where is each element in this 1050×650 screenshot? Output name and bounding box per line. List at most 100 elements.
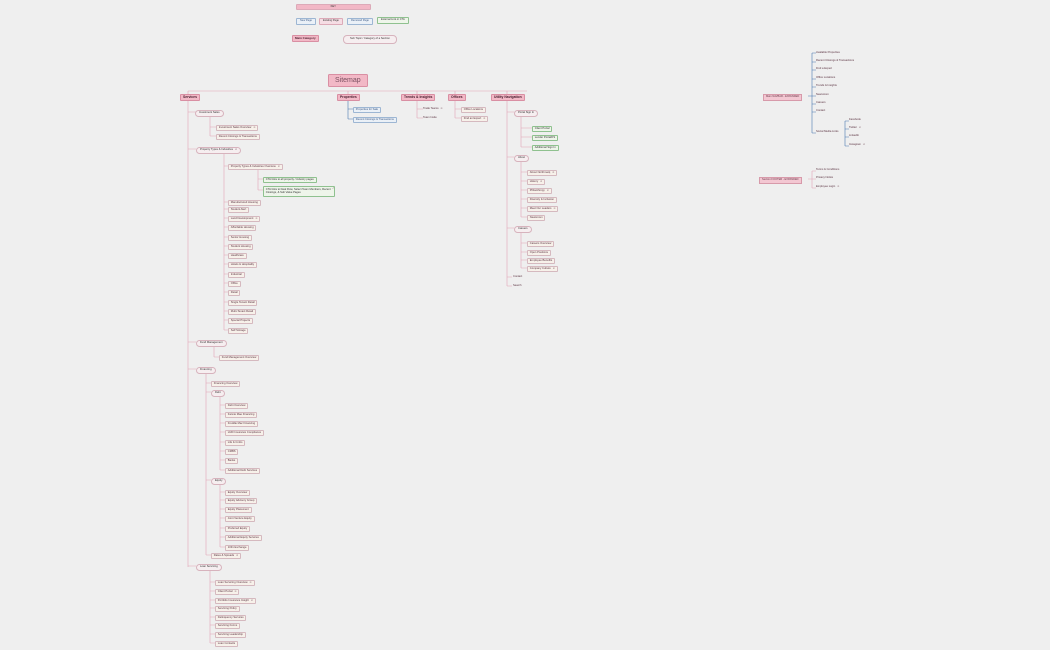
property-type-item-5[interactable]: Senior Housing (228, 235, 252, 242)
main-nav-item-9[interactable]: Social Media Links (816, 130, 839, 133)
property-type-item-2[interactable]: Student Alert (228, 207, 249, 214)
fund-management-overview[interactable]: Fund Management Overview (219, 355, 260, 362)
trends-item-1[interactable]: Trade Teams⊘ (423, 107, 443, 110)
investment-recent-closings[interactable]: Recent Closings & Transactions (216, 134, 260, 141)
debt-item-6[interactable]: CMBS (225, 449, 239, 456)
cta-link-deal[interactable]: CTA links to Deal Flow, Select Team Memb… (263, 186, 335, 197)
client-portal[interactable]: Client Portal (532, 126, 553, 133)
financing-node[interactable]: Financing (196, 367, 216, 374)
property-type-item-7[interactable]: Healthcare (228, 253, 247, 260)
property-types-node[interactable]: Property Types & Industries⊘ (196, 147, 242, 154)
property-type-item-4[interactable]: Affordable Housing (228, 225, 257, 232)
financing-overview[interactable]: Financing Overview (211, 381, 241, 388)
debt-item-4[interactable]: HUD Insurance Compliance (225, 430, 264, 437)
main-nav-item-3[interactable]: Find a Expert (816, 67, 832, 70)
footer-item-3[interactable]: Employee Login⊘ (816, 185, 840, 188)
debt-item-2[interactable]: Fannie Mae Financing (225, 412, 258, 419)
debt-item-1[interactable]: Debt Overview (225, 403, 249, 410)
equity-item-3[interactable]: Equity Placement (225, 507, 252, 514)
property-types-overview[interactable]: Property Types & Industries Overview⊘ (228, 164, 283, 171)
social-item-3[interactable]: LinkedIn (849, 134, 860, 137)
careers-item-2[interactable]: Open Positions (527, 250, 551, 257)
loan-item-8[interactable]: Loan Contacts (215, 641, 238, 648)
equity-node[interactable]: Equity (211, 478, 227, 485)
property-type-item-14[interactable]: Special Projects (228, 318, 253, 325)
services-header[interactable]: Services (180, 94, 200, 102)
footer-item-1[interactable]: Terms & Conditions (816, 168, 840, 171)
property-type-item-9[interactable]: Industrial (228, 272, 245, 279)
main-nav-item-5[interactable]: Trends & Insights (816, 84, 837, 87)
trends-header[interactable]: Trends & Insights (401, 94, 436, 102)
about-item-6[interactable]: Newsroom (527, 215, 546, 222)
property-type-item-13[interactable]: Multi-Tenant Retail (228, 309, 256, 316)
about-item-5[interactable]: Meet Our Leaders⊘ (527, 206, 559, 213)
main-nav-item-8[interactable]: Contact (816, 109, 826, 112)
properties-for-sale[interactable]: Properties for Sale (353, 107, 381, 114)
search-item[interactable]: Search (513, 284, 522, 287)
portal-sign-in-node[interactable]: Portal Sign In (514, 110, 539, 117)
main-nav-item-1[interactable]: Available Properties (816, 51, 840, 54)
fund-management-node[interactable]: Fund Management (196, 340, 227, 347)
loan-item-1[interactable]: Loan Servicing Overview⊘ (215, 580, 255, 587)
loan-item-7[interactable]: Servicing Leadership (215, 632, 246, 639)
equity-item-6[interactable]: Additional Equity Services (225, 535, 262, 542)
properties-recent-closings[interactable]: Recent Closings & Transactions (353, 117, 397, 124)
loan-item-3[interactable]: Portfolio Insurance Insight⊘ (215, 598, 256, 605)
equity-item-4[interactable]: Joint Venture Equity (225, 516, 255, 523)
debt-item-5[interactable]: Life & Cmbs (225, 440, 246, 447)
about-node[interactable]: About (514, 155, 530, 162)
equity-item-7[interactable]: 1031 Exchange (225, 545, 250, 552)
loan-item-5[interactable]: Delinquency Services (215, 615, 247, 622)
debt-item-7[interactable]: Banks (225, 458, 239, 465)
equity-item-2[interactable]: Equity Advisory Group (225, 498, 258, 505)
find-an-expert[interactable]: Find an Expert⊘ (461, 116, 489, 123)
equity-item-1[interactable]: Equity Overview (225, 490, 251, 497)
loan-item-2[interactable]: Client Portal⊘ (215, 589, 240, 596)
equity-item-5[interactable]: Preferred Equity (225, 526, 251, 533)
contact-item[interactable]: Contact (513, 275, 523, 278)
careers-node[interactable]: Careers (514, 226, 532, 233)
about-item-1[interactable]: About Northmarq⊘ (527, 170, 558, 177)
property-type-item-1[interactable]: Manufactured Housing (228, 200, 261, 207)
main-nav-item-6[interactable]: Newsroom (816, 93, 829, 96)
social-item-1[interactable]: Facebook (849, 118, 861, 121)
footer-item-2[interactable]: Privacy Notice (816, 176, 834, 179)
additional-sign-in[interactable]: Additional Sign In (532, 145, 559, 152)
social-item-4[interactable]: Instagram⊘ (849, 143, 866, 146)
offices-header[interactable]: Offices (448, 94, 466, 102)
trends-item-2[interactable]: Team Insite (423, 116, 437, 119)
lender-portal[interactable]: Lender Portal/FS (532, 135, 558, 142)
investment-sales-overview[interactable]: Investment Sales Overview⊘ (216, 125, 259, 132)
property-type-item-12[interactable]: Single Tenant Retail (228, 300, 258, 307)
properties-header[interactable]: Properties (337, 94, 360, 102)
debt-node[interactable]: Debt (211, 390, 225, 397)
cta-link-all[interactable]: CTA links to all property / industry pag… (263, 177, 317, 184)
about-item-4[interactable]: Diversity & Inclusion (527, 197, 557, 204)
main-nav-item-2[interactable]: Recent Closings & Transactions (816, 59, 855, 62)
about-item-3[interactable]: Philanthropy⊘ (527, 188, 552, 195)
property-type-item-10[interactable]: Office (228, 281, 241, 288)
rates-spreads[interactable]: Rates & Spreads⊘ (211, 553, 242, 560)
main-nav-item-7[interactable]: Careers (816, 101, 826, 104)
property-type-item-3[interactable]: Land Development⊘ (228, 216, 261, 223)
loan-servicing-node[interactable]: Loan Servicing (196, 564, 222, 571)
debt-item-3[interactable]: Freddie Mac Financing (225, 421, 258, 428)
investment-sales-node[interactable]: Investment Sales (195, 110, 224, 117)
office-locations[interactable]: Office Locations (461, 107, 486, 114)
link-icon: ⊘ (862, 143, 866, 146)
property-type-item-8[interactable]: Hotels & Hospitality (228, 262, 257, 269)
utility-header[interactable]: Utility Navigation (491, 94, 525, 102)
loan-item-6[interactable]: Servicing Forms (215, 623, 241, 630)
careers-item-3[interactable]: Employee Benefits (527, 258, 556, 265)
careers-item-4[interactable]: Company Culture⊘ (527, 266, 558, 273)
about-item-2[interactable]: History⊘ (527, 179, 546, 186)
debt-item-8[interactable]: Additional Debt Services (225, 468, 260, 475)
loan-item-4[interactable]: Servicing Policy (215, 606, 240, 613)
property-type-item-6[interactable]: Student Housing (228, 244, 254, 251)
property-type-item-11[interactable]: Retail (228, 290, 241, 297)
main-nav-item-4[interactable]: Office Locations (816, 76, 836, 79)
property-type-item-15[interactable]: Self Storage (228, 328, 249, 335)
social-item-2[interactable]: Twitter⊘ (849, 126, 862, 129)
careers-item-1[interactable]: Careers Overview (527, 241, 555, 248)
